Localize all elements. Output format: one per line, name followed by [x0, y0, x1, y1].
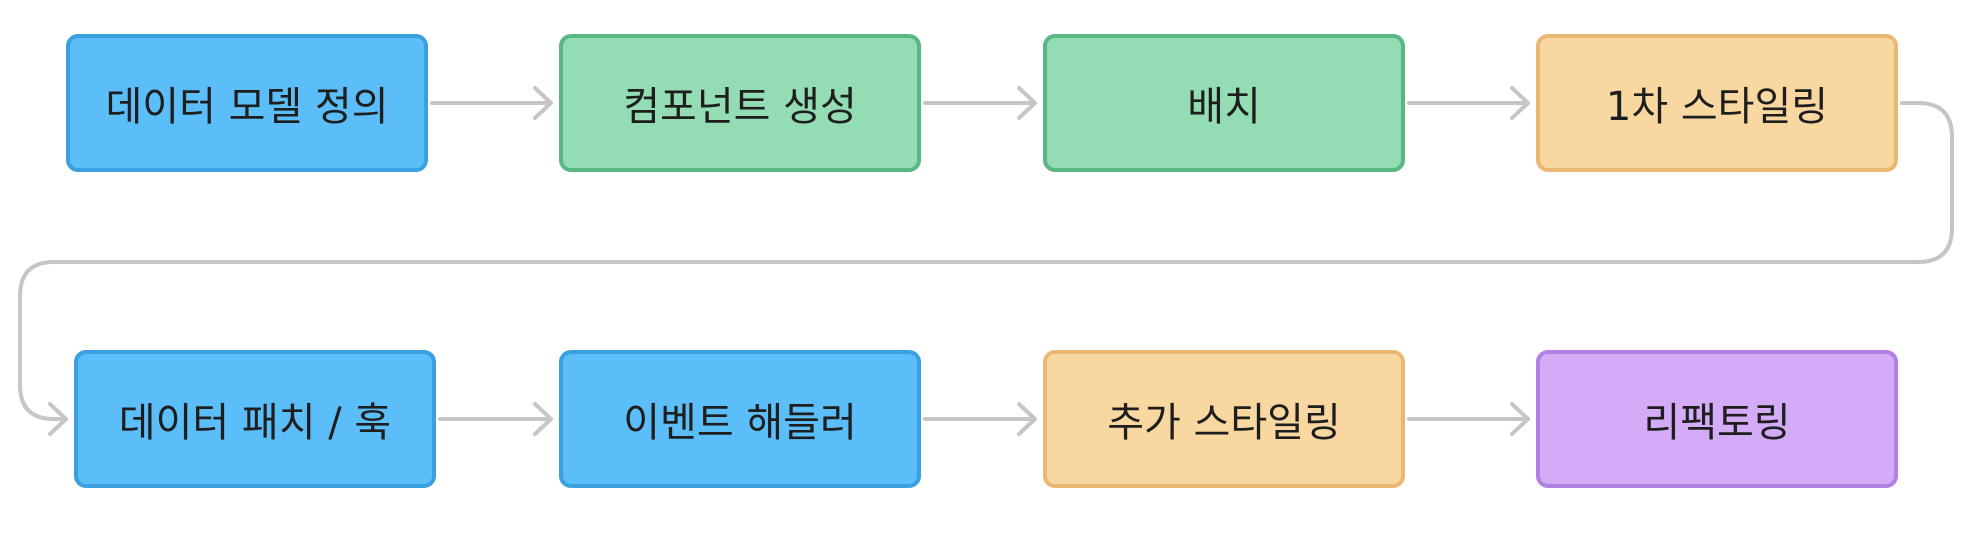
- arrow-6-to-7: [923, 402, 1037, 436]
- arrow-1-to-2: [430, 86, 553, 120]
- node-refactoring: 리팩토링: [1536, 350, 1898, 488]
- node-event-handler: 이벤트 해들러: [559, 350, 921, 488]
- arrow-5-to-6: [438, 402, 553, 436]
- arrow-2-to-3: [923, 86, 1037, 120]
- arrow-7-to-8: [1407, 402, 1530, 436]
- node-data-model: 데이터 모델 정의: [66, 34, 428, 172]
- node-layout: 배치: [1043, 34, 1405, 172]
- node-extra-styling: 추가 스타일링: [1043, 350, 1405, 488]
- node-data-patch-hook: 데이터 패치 / 훅: [74, 350, 436, 488]
- arrow-3-to-4: [1407, 86, 1530, 120]
- node-first-styling: 1차 스타일링: [1536, 34, 1898, 172]
- node-create-components: 컴포넌트 생성: [559, 34, 921, 172]
